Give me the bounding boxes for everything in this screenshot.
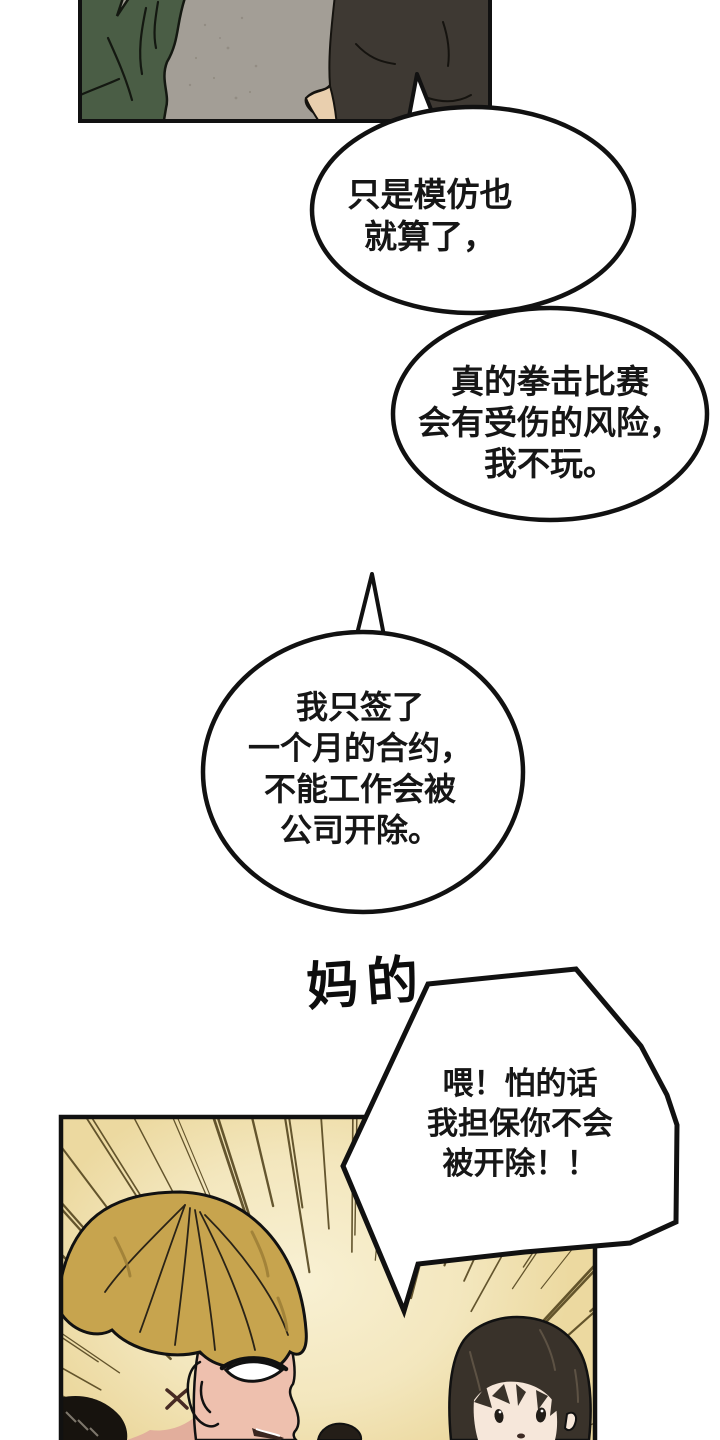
bubble2-text: 真的拳击比赛 会有受伤的风险， 我不玩。 <box>406 361 694 484</box>
bubble2-body <box>390 305 710 523</box>
bubble2-line: 会有受伤的风险， <box>418 404 682 441</box>
panel-bottom-border <box>58 1114 598 1440</box>
bubble3-line: 我只签了 <box>295 689 424 725</box>
bubble3-line: 不能工作会被 <box>263 771 456 807</box>
bubble4-line: 被开除！！ <box>442 1146 598 1181</box>
blond-character <box>61 1190 308 1440</box>
bang-spikes <box>474 1384 560 1416</box>
eye-highlight-left <box>498 1410 502 1414</box>
eye-highlight-right <box>540 1409 544 1413</box>
wall-speckles <box>188 16 258 100</box>
curse-sfx-text: 妈的 <box>304 950 429 1018</box>
bubble4-line: 喂！怕的话 <box>442 1066 598 1101</box>
bubble4-line: 我担保你不会 <box>427 1106 613 1141</box>
fist <box>316 1422 363 1440</box>
speech-bubble-3 <box>200 572 526 915</box>
shirt-folds <box>355 21 472 103</box>
hair-shading <box>113 1230 289 1332</box>
bubble4-text: 喂！怕的话 我担保你不会 被开除！！ <box>400 1064 640 1184</box>
green-jacket <box>80 0 186 121</box>
bubble3-body <box>200 629 526 915</box>
dark-mouth <box>517 1433 525 1439</box>
bubble3-line: 公司开除。 <box>279 812 440 848</box>
bubble3-line: 一个月的合约， <box>247 730 472 766</box>
anger-vein-mark <box>165 1388 189 1410</box>
bubble1-line: 就算了， <box>364 218 496 255</box>
bubble1-text: 只是模仿也 就算了， <box>320 174 540 258</box>
bubble1-line: 只是模仿也 <box>347 176 513 213</box>
dark-ear <box>563 1411 577 1432</box>
blond-eyelid-line <box>219 1356 289 1372</box>
bubble2-line: 真的拳击比赛 <box>451 363 649 400</box>
dark-hair-highlights <box>469 1329 579 1403</box>
blond-teeth-line <box>255 1428 281 1437</box>
bubble3-text: 我只签了 一个月的合约， 不能工作会被 公司开除。 <box>227 687 493 851</box>
dark-right-eye <box>535 1407 547 1423</box>
bubble4-jagged <box>340 966 680 1319</box>
bubble2-line: 我不玩。 <box>484 445 616 482</box>
arm-skin <box>304 84 338 121</box>
blond-neck-shadow <box>61 1396 128 1440</box>
blond-eye-white <box>223 1360 285 1383</box>
panel-top <box>80 0 490 121</box>
blond-jaw-skin <box>127 1416 200 1440</box>
speech-bubble-1-2 <box>309 72 710 523</box>
collar-lines <box>65 1411 99 1437</box>
bubble1-merge-fill <box>315 110 631 310</box>
dark-haired-character <box>448 1315 592 1440</box>
blond-ear <box>186 1360 220 1428</box>
panel-top-border <box>78 0 492 123</box>
hair-strands <box>104 1204 289 1351</box>
